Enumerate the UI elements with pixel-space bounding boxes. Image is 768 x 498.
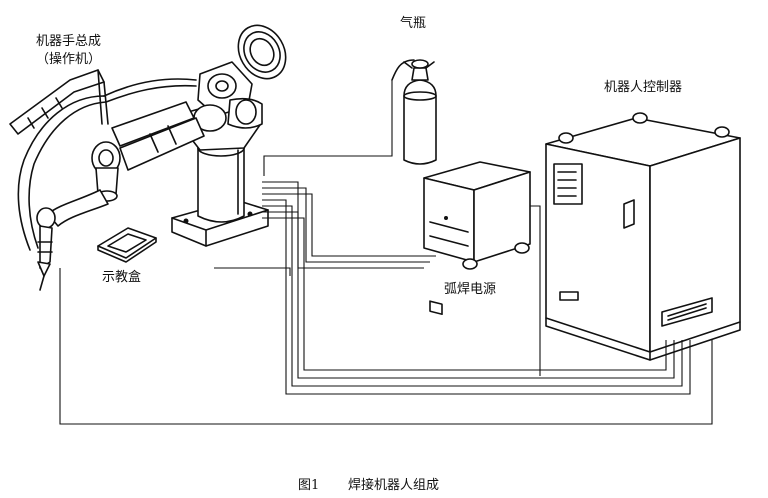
label-gas-cylinder: 气瓶 bbox=[400, 16, 427, 31]
gas-cylinder bbox=[391, 59, 437, 165]
label-welding-power: 弧焊电源 bbox=[444, 282, 497, 297]
label-controller: 机器人控制器 bbox=[604, 80, 683, 95]
figure-number: 图1 bbox=[298, 478, 320, 493]
cables bbox=[59, 80, 713, 425]
label-robot-arm: 机器手总成 bbox=[36, 34, 102, 49]
figure-title: 焊接机器人组成 bbox=[348, 478, 440, 493]
welding-power-source bbox=[423, 161, 531, 316]
robot-manipulator bbox=[9, 24, 287, 291]
label-robot-arm-sub: （操作机） bbox=[36, 52, 102, 67]
teach-pendant bbox=[97, 227, 157, 263]
robot-controller bbox=[545, 112, 741, 361]
label-teach-pendant: 示教盒 bbox=[102, 270, 142, 285]
